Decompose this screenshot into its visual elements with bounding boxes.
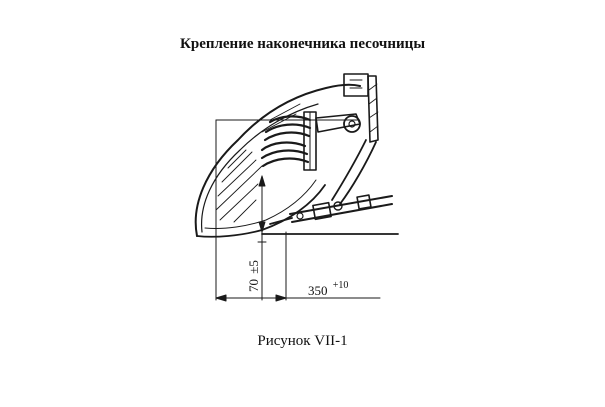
- pipe-clamp: [312, 201, 332, 221]
- wheel-casing-inner: [200, 103, 319, 233]
- wheel-casing-bottom-inner: [204, 179, 317, 229]
- vertical-post: [367, 75, 379, 143]
- figure-title: Крепление наконечника песочницы: [179, 36, 426, 52]
- vertical-dimension: [215, 119, 359, 301]
- vertical-dim-tolerance: ±5: [246, 260, 261, 274]
- support-rod: [331, 139, 367, 201]
- spring-coils: [260, 115, 312, 168]
- sand-pipe: [289, 195, 393, 215]
- svg-text:70 ±5: 70 ±5: [246, 260, 261, 292]
- vertical-dim-value: 70: [246, 279, 261, 292]
- figure-caption: Рисунок VII-1: [257, 333, 348, 349]
- horizontal-dimension: [215, 294, 381, 302]
- svg-text:350 +10: 350 +10: [308, 280, 348, 298]
- pivot-pin: [343, 115, 361, 133]
- wheel-casing-outline: [194, 83, 361, 237]
- horizontal-dim-value: 350: [308, 283, 328, 298]
- horizontal-dim-tolerance: +10: [333, 280, 349, 291]
